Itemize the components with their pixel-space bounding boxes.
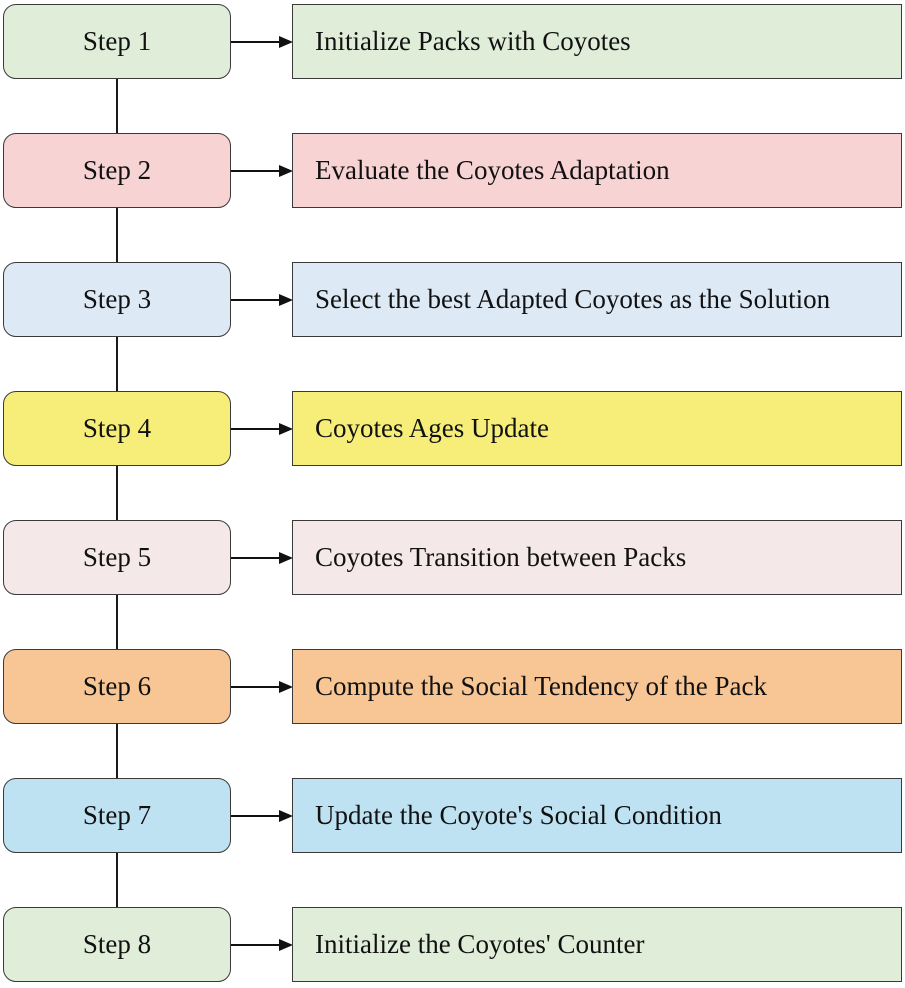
arrow-3 bbox=[231, 290, 293, 310]
connector-line-6 bbox=[116, 724, 118, 778]
step-label-5: Step 5 bbox=[82, 542, 152, 572]
arrow-8 bbox=[231, 935, 293, 955]
step-description-box-7: Update the Coyote's Social Condition bbox=[292, 778, 902, 853]
step-description-box-8: Initialize the Coyotes' Counter bbox=[292, 907, 902, 982]
step-box-1: Step 1 bbox=[3, 4, 231, 79]
arrow-6 bbox=[231, 677, 293, 697]
step-box-4: Step 4 bbox=[3, 391, 231, 466]
step-description-box-3: Select the best Adapted Coyotes as the S… bbox=[292, 262, 902, 337]
step-box-6: Step 6 bbox=[3, 649, 231, 724]
connector-line-4 bbox=[116, 466, 118, 520]
connector-line-2 bbox=[116, 208, 118, 262]
step-box-3: Step 3 bbox=[3, 262, 231, 337]
step-box-5: Step 5 bbox=[3, 520, 231, 595]
step-description-text-7: Update the Coyote's Social Condition bbox=[315, 800, 722, 830]
connector-line-7 bbox=[116, 853, 118, 907]
step-description-text-4: Coyotes Ages Update bbox=[315, 413, 549, 443]
step-description-box-5: Coyotes Transition between Packs bbox=[292, 520, 902, 595]
arrow-5 bbox=[231, 548, 293, 568]
step-label-4: Step 4 bbox=[82, 413, 152, 443]
step-description-text-8: Initialize the Coyotes' Counter bbox=[315, 929, 645, 959]
step-description-box-1: Initialize Packs with Coyotes bbox=[292, 4, 902, 79]
step-box-8: Step 8 bbox=[3, 907, 231, 982]
step-description-box-2: Evaluate the Coyotes Adaptation bbox=[292, 133, 902, 208]
arrow-2 bbox=[231, 161, 293, 181]
arrow-1 bbox=[231, 32, 293, 52]
step-box-2: Step 2 bbox=[3, 133, 231, 208]
step-label-1: Step 1 bbox=[82, 26, 152, 56]
step-description-text-6: Compute the Social Tendency of the Pack bbox=[315, 671, 767, 701]
step-label-3: Step 3 bbox=[82, 284, 152, 314]
step-box-7: Step 7 bbox=[3, 778, 231, 853]
connector-line-3 bbox=[116, 337, 118, 391]
arrow-4 bbox=[231, 419, 293, 439]
step-label-6: Step 6 bbox=[82, 671, 152, 701]
step-label-8: Step 8 bbox=[82, 929, 152, 959]
connector-line-5 bbox=[116, 595, 118, 649]
step-description-text-3: Select the best Adapted Coyotes as the S… bbox=[315, 284, 831, 314]
step-description-box-6: Compute the Social Tendency of the Pack bbox=[292, 649, 902, 724]
step-description-box-4: Coyotes Ages Update bbox=[292, 391, 902, 466]
step-description-text-5: Coyotes Transition between Packs bbox=[315, 542, 687, 572]
step-label-7: Step 7 bbox=[82, 800, 152, 830]
connector-line-1 bbox=[116, 79, 118, 133]
step-description-text-1: Initialize Packs with Coyotes bbox=[315, 26, 631, 56]
step-label-2: Step 2 bbox=[82, 155, 152, 185]
arrow-7 bbox=[231, 806, 293, 826]
step-description-text-2: Evaluate the Coyotes Adaptation bbox=[315, 155, 670, 185]
